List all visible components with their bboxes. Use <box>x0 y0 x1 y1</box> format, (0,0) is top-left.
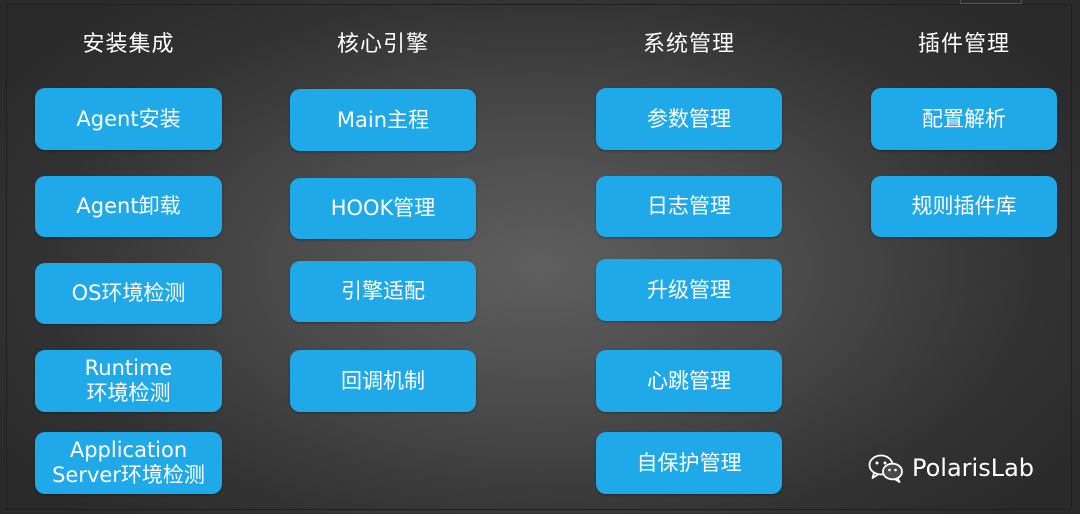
box-label: 参数管理 <box>647 106 731 131</box>
box-label: 引擎适配 <box>341 279 425 303</box>
box-label-line-2: Server环境检测 <box>52 463 205 487</box>
box-label: Agent卸载 <box>76 194 181 218</box>
box-heartbeat-management: 心跳管理 <box>596 350 782 412</box>
box-upgrade-management: 升级管理 <box>596 259 782 321</box>
slide-frame <box>6 4 1072 510</box>
column-title-plugin-management: 插件管理 <box>917 32 1010 57</box>
box-runtime-env-check: Runtime 环境检测 <box>35 350 222 412</box>
box-label-line-1: Application <box>69 438 188 462</box>
box-label: 升级管理 <box>647 277 731 302</box>
box-label-line-1: Runtime <box>84 356 173 380</box>
box-os-env-check: OS环境检测 <box>35 263 222 324</box>
watermark-text: PolarisLab <box>912 454 1035 482</box>
watermark: PolarisLab <box>868 452 1034 484</box>
box-label: OS环境检测 <box>71 281 186 305</box>
box-rule-plugin-library: 规则插件库 <box>871 176 1057 237</box>
wechat-icon <box>868 454 903 483</box>
column-title-system-management: 系统管理 <box>642 32 735 57</box>
column-title-install: 安装集成 <box>82 32 175 57</box>
box-label: 日志管理 <box>647 194 731 218</box>
box-agent-install: Agent安装 <box>35 88 222 150</box>
column-title-core-engine: 核心引擎 <box>336 32 429 57</box>
box-main-process: Main主程 <box>290 89 476 151</box>
box-label: 回调机制 <box>341 368 425 393</box>
box-hook-management: HOOK管理 <box>290 178 476 239</box>
box-parameter-management: 参数管理 <box>596 88 782 150</box>
box-label: 心跳管理 <box>647 368 731 393</box>
box-label: 配置解析 <box>922 106 1006 131</box>
box-label: 规则插件库 <box>911 194 1017 218</box>
box-config-parsing: 配置解析 <box>871 88 1057 150</box>
box-label: 自保护管理 <box>636 450 742 475</box>
box-agent-uninstall: Agent卸载 <box>35 176 222 237</box>
box-callback-mechanism: 回调机制 <box>290 350 476 412</box>
box-label: Agent安装 <box>76 106 181 131</box>
box-app-server-env-check: Application Server环境检测 <box>35 432 222 494</box>
box-label: Main主程 <box>336 107 430 132</box>
box-label-line-2: 环境检测 <box>86 381 171 405</box>
box-engine-adapter: 引擎适配 <box>290 261 476 322</box>
box-log-management: 日志管理 <box>596 176 782 237</box>
top-edge-tab <box>960 0 1022 4</box>
box-self-protection-management: 自保护管理 <box>596 432 782 494</box>
box-label: HOOK管理 <box>330 196 436 220</box>
